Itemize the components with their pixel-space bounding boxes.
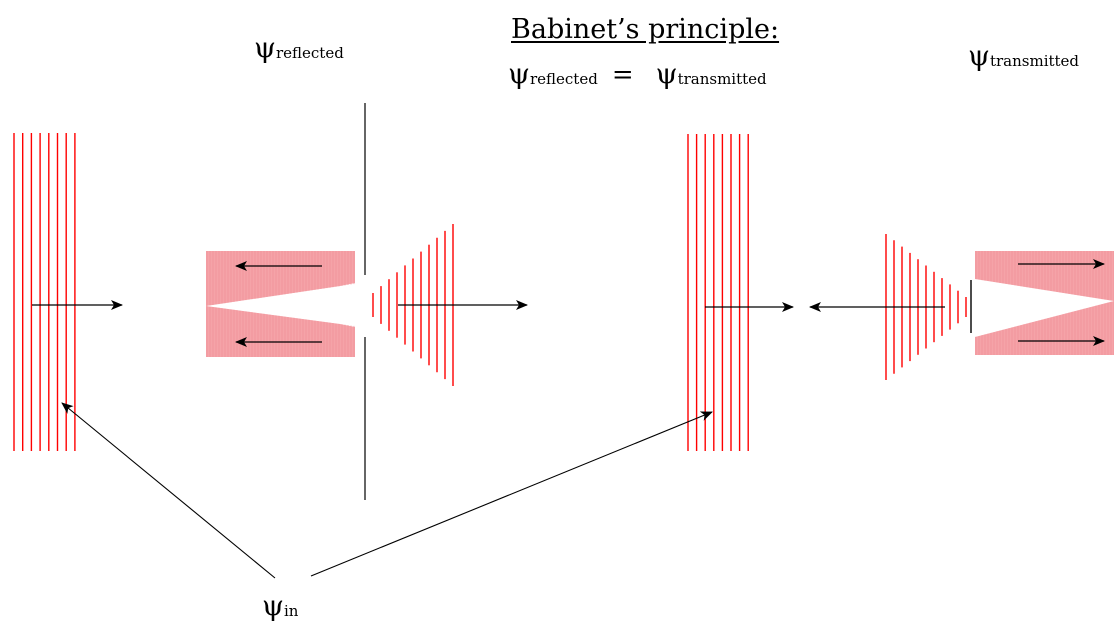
psi-symbol: ψ: [968, 39, 990, 72]
psi-symbol: ψ: [262, 589, 284, 622]
subscript-transmitted: transmitted: [677, 70, 767, 88]
title-babinet: Babinet’s principle:: [511, 14, 780, 45]
subscript-reflected: reflected: [529, 70, 598, 88]
subscript-transmitted: transmitted: [989, 52, 1080, 70]
label-psi-transmitted: ψtransmitted: [968, 42, 1079, 70]
reflected-wave-band: [206, 251, 355, 357]
equals-sign: =: [611, 60, 634, 90]
label-psi-reflected: ψreflected: [254, 34, 344, 62]
pointer-arrow-in-left: [61, 402, 276, 579]
incoming-wave-left: [13, 133, 76, 451]
label-psi-in: ψin: [262, 592, 298, 620]
incoming-wave-right: [687, 134, 749, 451]
transmitted-wave-band: [975, 251, 1114, 355]
psi-symbol: ψ: [655, 57, 678, 90]
pointer-arrow-in-right: [310, 411, 713, 577]
psi-symbol: ψ: [254, 31, 276, 64]
subscript-reflected: reflected: [275, 44, 344, 62]
equation: ψreflected=ψtransmitted: [508, 57, 767, 90]
subscript-in: in: [283, 602, 299, 620]
psi-symbol: ψ: [508, 57, 530, 90]
